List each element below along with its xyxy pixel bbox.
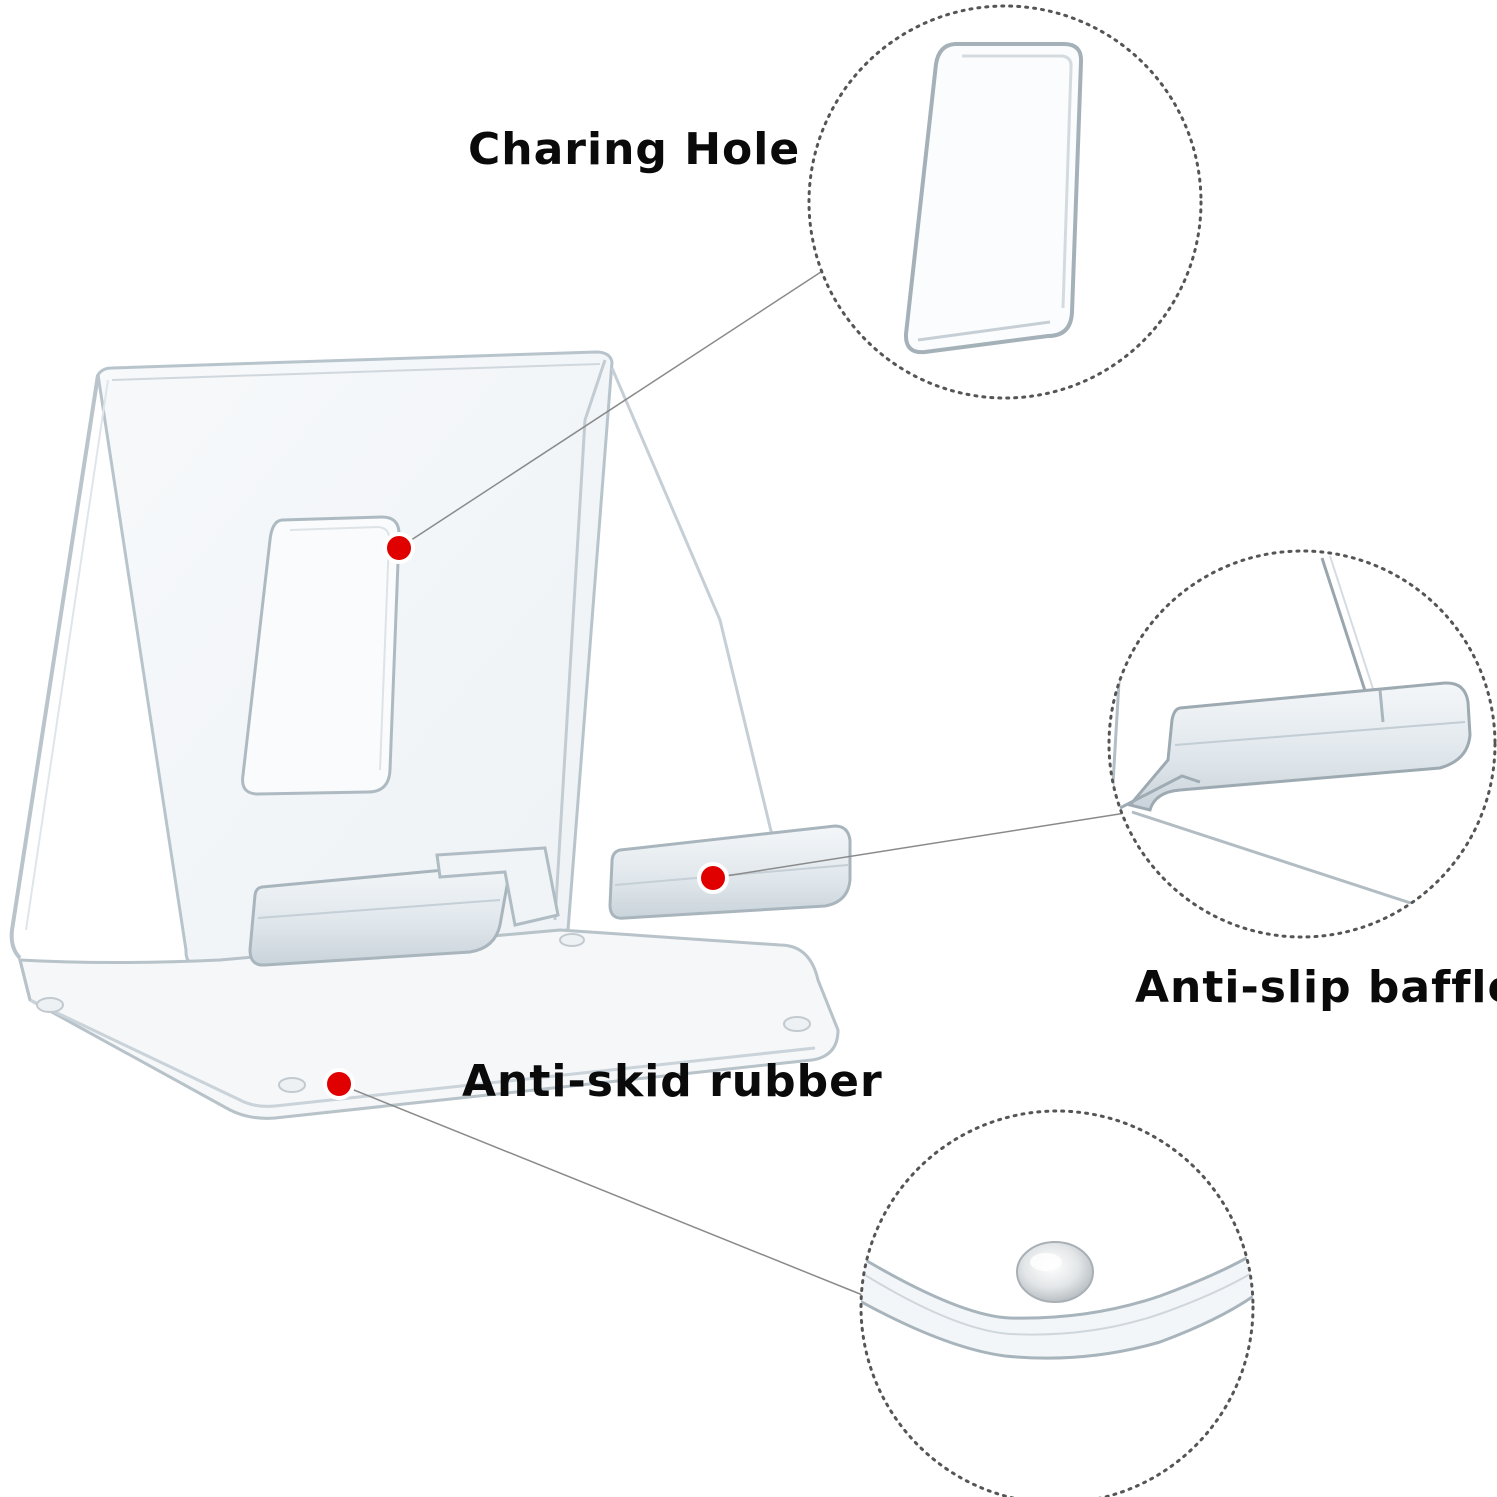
zoom-baffle (1127, 681, 1472, 812)
marker-charging-dot (383, 532, 415, 564)
zoom-charging-hole (903, 42, 1084, 355)
markers (323, 532, 729, 1100)
leader-line-charging (398, 267, 828, 549)
marker-rubber-dot (323, 1068, 355, 1100)
leader-line-baffle (712, 811, 1133, 879)
zoom-circle-rubber (859, 1109, 1255, 1497)
marker-baffle-dot (697, 862, 729, 894)
acrylic-stand (9, 350, 852, 1120)
label-charging-hole: Charing Hole (468, 124, 801, 175)
zoom-base-edge (861, 1247, 1253, 1360)
rubber-foot (36, 997, 64, 1013)
zoom-circle-charging (807, 4, 1203, 400)
zoom-rubber-bump (1016, 1241, 1094, 1303)
rubber-foot (783, 1016, 811, 1032)
center-notch (435, 846, 560, 927)
stand-left-edge (9, 374, 100, 960)
label-anti-skid-rubber: Anti-skid rubber (462, 1056, 883, 1107)
right-baffle (608, 824, 852, 920)
stand-base (18, 928, 840, 1120)
charging-hole (241, 515, 401, 796)
leader-lines (338, 267, 1133, 1297)
rubber-foot (278, 1077, 306, 1093)
label-anti-slip-baffle: Anti-slip baffle (1135, 962, 1497, 1013)
rubber-foot (559, 933, 585, 947)
zoom-circle-baffle (1107, 549, 1497, 939)
leader-line-rubber (338, 1083, 866, 1297)
stand-right-edge (553, 359, 607, 921)
